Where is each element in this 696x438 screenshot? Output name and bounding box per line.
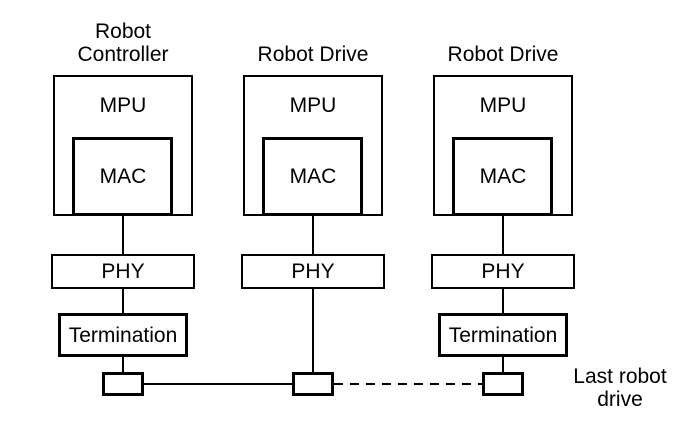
- mac-label: MAC: [99, 165, 147, 188]
- phy-box: PHY: [431, 254, 575, 289]
- bus-line-solid: [144, 383, 292, 385]
- column-title: Robot Controller: [77, 20, 169, 66]
- phy-box: PHY: [51, 254, 195, 289]
- connector-line-phy-termination: [502, 289, 504, 313]
- column-title: Robot Drive: [447, 43, 559, 66]
- termination-label: Termination: [448, 323, 558, 347]
- last-robot-drive-label: Last robot drive: [573, 365, 667, 411]
- mac-box: [262, 137, 363, 216]
- connector-line-mpu-phy: [312, 216, 314, 254]
- connector-line-termination-port: [122, 357, 124, 372]
- mpu-label: MPU: [99, 94, 147, 117]
- column-robot-drive-2: Robot Drive MPU MAC PHY Termination: [431, 0, 575, 438]
- connector-line-phy-termination: [122, 289, 124, 313]
- phy-box: PHY: [241, 254, 385, 289]
- connector-line-phy-port: [312, 289, 314, 372]
- column-robot-drive-1: Robot Drive MPU MAC PHY: [241, 0, 385, 438]
- column-title: Robot Drive: [257, 43, 369, 66]
- bus-line-dashed: [334, 383, 482, 385]
- mac-label: MAC: [289, 165, 337, 188]
- mac-label: MAC: [479, 165, 527, 188]
- network-port-box: [482, 372, 524, 396]
- column-robot-controller: Robot Controller MPU MAC PHY Termination: [51, 0, 195, 438]
- termination-label: Termination: [68, 323, 178, 347]
- phy-label: PHY: [481, 260, 525, 283]
- phy-label: PHY: [291, 260, 335, 283]
- mpu-label: MPU: [479, 94, 527, 117]
- mac-box: [72, 137, 173, 216]
- network-port-box: [292, 372, 334, 396]
- connector-line-mpu-phy: [502, 216, 504, 254]
- connector-line-termination-port: [502, 357, 504, 372]
- network-port-box: [102, 372, 144, 396]
- mac-box: [452, 137, 553, 216]
- termination-box: Termination: [58, 313, 188, 357]
- phy-label: PHY: [101, 260, 145, 283]
- mpu-label: MPU: [289, 94, 337, 117]
- connector-line-mpu-phy: [122, 216, 124, 254]
- termination-box: Termination: [438, 313, 568, 357]
